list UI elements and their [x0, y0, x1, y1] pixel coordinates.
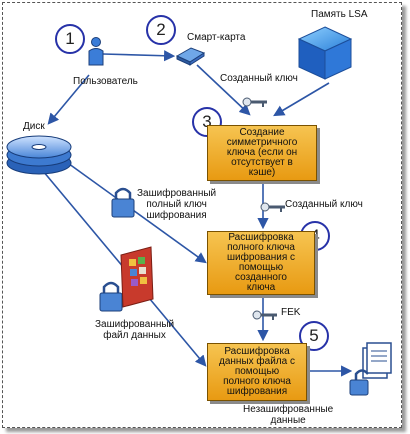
decrypt-file-box: Расшифровка данных файла с помощью полно…	[207, 343, 307, 401]
decrypted-data-label: Незашифрованные данные	[243, 404, 334, 426]
step-1-circle: 1	[55, 24, 85, 54]
key-icon	[252, 310, 277, 320]
arrow-lsa-to-create	[273, 82, 330, 117]
arrow-smartcard-to-create	[196, 64, 251, 116]
step-5-circle: 5	[299, 321, 329, 351]
arrow-user-to-smartcard	[102, 50, 176, 62]
created-key-label: Созданный ключ	[220, 73, 298, 84]
padlock-icon	[111, 187, 135, 218]
padlock-icon	[99, 281, 123, 312]
encrypted-file-label: Зашифрованный файл данных	[95, 319, 175, 341]
lsa-memory-label: Память LSA	[311, 9, 368, 20]
key-icon	[260, 202, 285, 212]
step-2-circle: 2	[146, 15, 176, 45]
key-icon	[242, 97, 267, 107]
created-key-label: Созданный ключ	[285, 199, 363, 210]
disk-label: Диск	[23, 121, 45, 132]
encrypted-file-icon	[120, 246, 154, 308]
arrow-user-to-disk	[47, 74, 90, 125]
decrypt-fek-box: Расшифровка полного ключа шифрования с п…	[207, 231, 315, 295]
diagram-graphics	[6, 26, 392, 396]
document-icon	[349, 342, 392, 396]
user-label: Пользователь	[73, 76, 138, 87]
diagram-frame: 1 2 3 4 5 Смарт-карта Память LSA Пользов…	[2, 2, 402, 428]
smartcard-label: Смарт-карта	[187, 32, 246, 43]
arrow-disk-to-decrypt-fek	[64, 160, 207, 264]
cube-icon	[297, 26, 353, 80]
create-key-box: Создание симметричного ключа (если он от…	[207, 125, 317, 181]
disk-icon	[6, 135, 72, 175]
smartcard-icon	[175, 47, 206, 66]
fek-label: FEK	[281, 307, 301, 318]
user-icon	[88, 37, 104, 66]
encrypted-fek-label: Зашифрованный полный ключ шифрования	[137, 188, 217, 221]
